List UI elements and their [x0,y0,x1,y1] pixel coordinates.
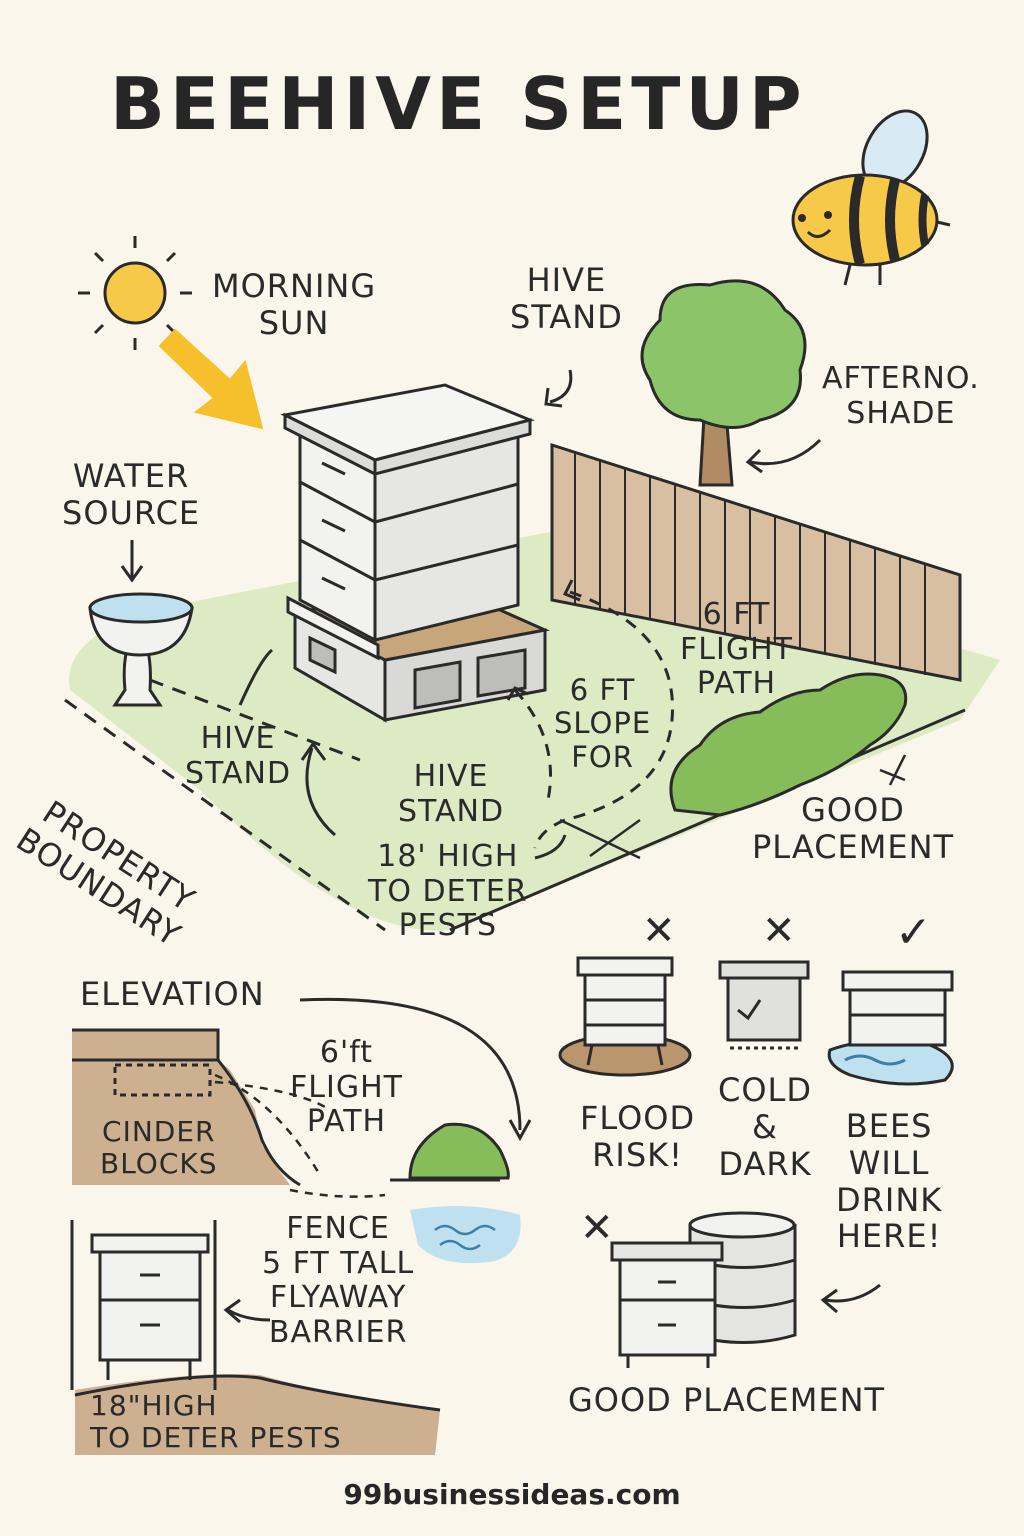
property-boundary-line [64,678,386,932]
bad-mark-2: ✕ [762,908,797,954]
bee-icon [791,109,951,286]
hive-stand-top-label: HIVE STAND [510,261,623,336]
bad-mark-1: ✕ [642,908,677,954]
hive-stand-center-label: HIVE STAND [398,759,505,829]
page-title: BEEHIVE SETUP [110,62,807,146]
flight-path-arc [533,590,675,849]
cold-dark-label: COLD & DARK [718,1071,812,1183]
good-mark: ✓ [895,907,933,958]
flood-risk-hive [558,956,692,1077]
bad-mark-3: ✕ [580,1205,615,1251]
water-hive [827,970,954,1086]
bees-drink-label: BEES WILL DRINK HERE! [836,1107,943,1256]
good-placement-right-label: GOOD PLACEMENT [752,791,955,866]
lawn-edge-line [449,708,966,932]
afternoon-shade-arrow [749,438,822,466]
sun-ray-arrow-icon [158,328,264,430]
sun-icon [78,236,192,350]
high-18-bottom-label: 18"HIGH TO DETER PESTS [90,1389,342,1455]
tree-icon [640,279,807,487]
flight-path-label: 6 FT FLIGHT PATH [680,597,793,701]
hive-stand-left-label: HIVE STAND [185,721,292,791]
cross-mark [559,818,641,860]
slope-label: 6 FT SLOPE FOR [554,673,652,774]
elevation-label: ELEVATION [80,975,265,1013]
fence-barrier-diagram [70,1220,441,1455]
morning-sun-label: MORNING SUN [212,267,377,342]
pond-icon [410,1206,521,1264]
site-footer: 99businessideas.com [343,1478,681,1511]
cold-dark-hive [718,960,810,1050]
elevation-diagram [72,1028,301,1187]
water-source-label: WATER SOURCE [62,457,201,532]
good-placement-bottom-label: GOOD PLACEMENT [568,1381,886,1419]
fence [550,442,962,682]
bush-icon [669,672,908,817]
flood-risk-label: FLOOD RISK! [580,1099,696,1174]
slope-arc [513,688,552,801]
afternoon-shade-label: AFTERNO. SHADE [822,361,980,431]
hive-stand-arrow [549,369,573,404]
high-18-deter-label: 18' HIGH TO DETER PESTS [368,839,528,943]
flight-path-small-label: 6'ft FLIGHT PATH [290,1035,403,1139]
main-hive [280,383,551,723]
cinder-blocks-label: CINDER BLOCKS [100,1115,218,1181]
good-placement-hive [610,1211,797,1368]
fence-barrier-label: FENCE 5 FT TALL FLYAWAY BARRIER [262,1211,415,1350]
birdbath-icon [88,592,194,707]
small-bush-icon [408,1122,510,1180]
